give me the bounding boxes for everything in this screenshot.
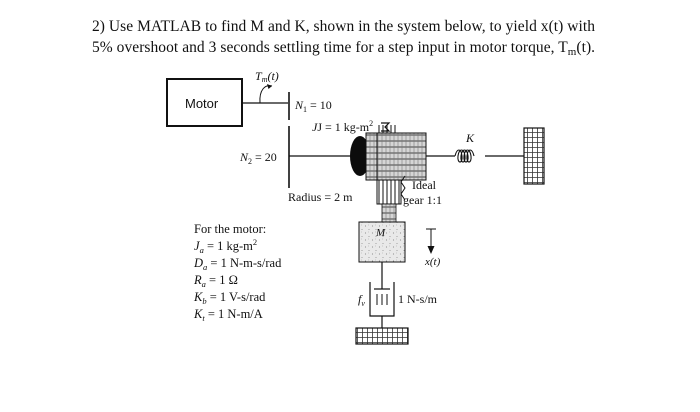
n2-label: N2 = 20 (239, 150, 277, 166)
ground (355, 327, 409, 345)
problem-line-1: 2) Use MATLAB to find M and K, shown in … (92, 18, 596, 35)
n1-label: N1 = 10 (294, 98, 332, 114)
displacement-label: x(t) (424, 256, 441, 268)
problem-statement: 2) Use MATLAB to find M and K, shown in … (92, 16, 672, 63)
torque-arrowhead-icon (267, 84, 272, 89)
radius-label: Radius = 2 m (288, 190, 353, 204)
pulley-drum (365, 132, 427, 181)
mass-m (358, 221, 406, 263)
right-wall (523, 127, 545, 185)
param-ja: Ja = 1 kg-m2 (194, 237, 257, 255)
param-da: Da = 1 N-m-s/rad (193, 256, 282, 272)
param-ra: Ra = 1 Ω (193, 273, 238, 289)
motor-parameters: For the motor: Ja = 1 kg-m2 Da = 1 N-m-s… (193, 222, 282, 323)
problem-line-2: 5% overshoot and 3 seconds settling time… (92, 37, 672, 63)
inertia-bracket (381, 122, 391, 132)
pulley-disk (350, 136, 370, 176)
damper-value-label: 1 N-s/m (398, 292, 438, 306)
spring-label: K (465, 131, 475, 145)
torque-subscript: m (567, 46, 577, 58)
damper-symbol-label: fv (358, 292, 365, 308)
motor-params-title: For the motor: (194, 222, 266, 236)
inertia-label: JJ = 1 kg-m2 (312, 119, 373, 134)
gear-teeth-top (378, 125, 396, 133)
rack (381, 203, 397, 223)
mass-label: M (375, 227, 386, 239)
gear-teeth-bottom (378, 180, 400, 204)
spring-k (454, 149, 475, 163)
problem-line-2-end: (t). (576, 39, 596, 56)
displacement-arrowhead-icon (427, 246, 435, 254)
torque-arrow-icon (259, 85, 273, 104)
problem-line-2-text: 5% overshoot and 3 seconds settling time… (92, 39, 568, 56)
gear-ratio-label: gear 1:1 (403, 193, 442, 207)
param-kt: Kt = 1 N-m/A (193, 307, 263, 323)
torque-label: Tm(t) (255, 69, 279, 84)
ideal-gear-bracket (400, 175, 406, 201)
param-kb: Kb = 1 V-s/rad (193, 290, 266, 306)
motor-box (166, 78, 243, 127)
ideal-label: Ideal (412, 178, 437, 192)
motor-label: Motor (185, 96, 219, 111)
